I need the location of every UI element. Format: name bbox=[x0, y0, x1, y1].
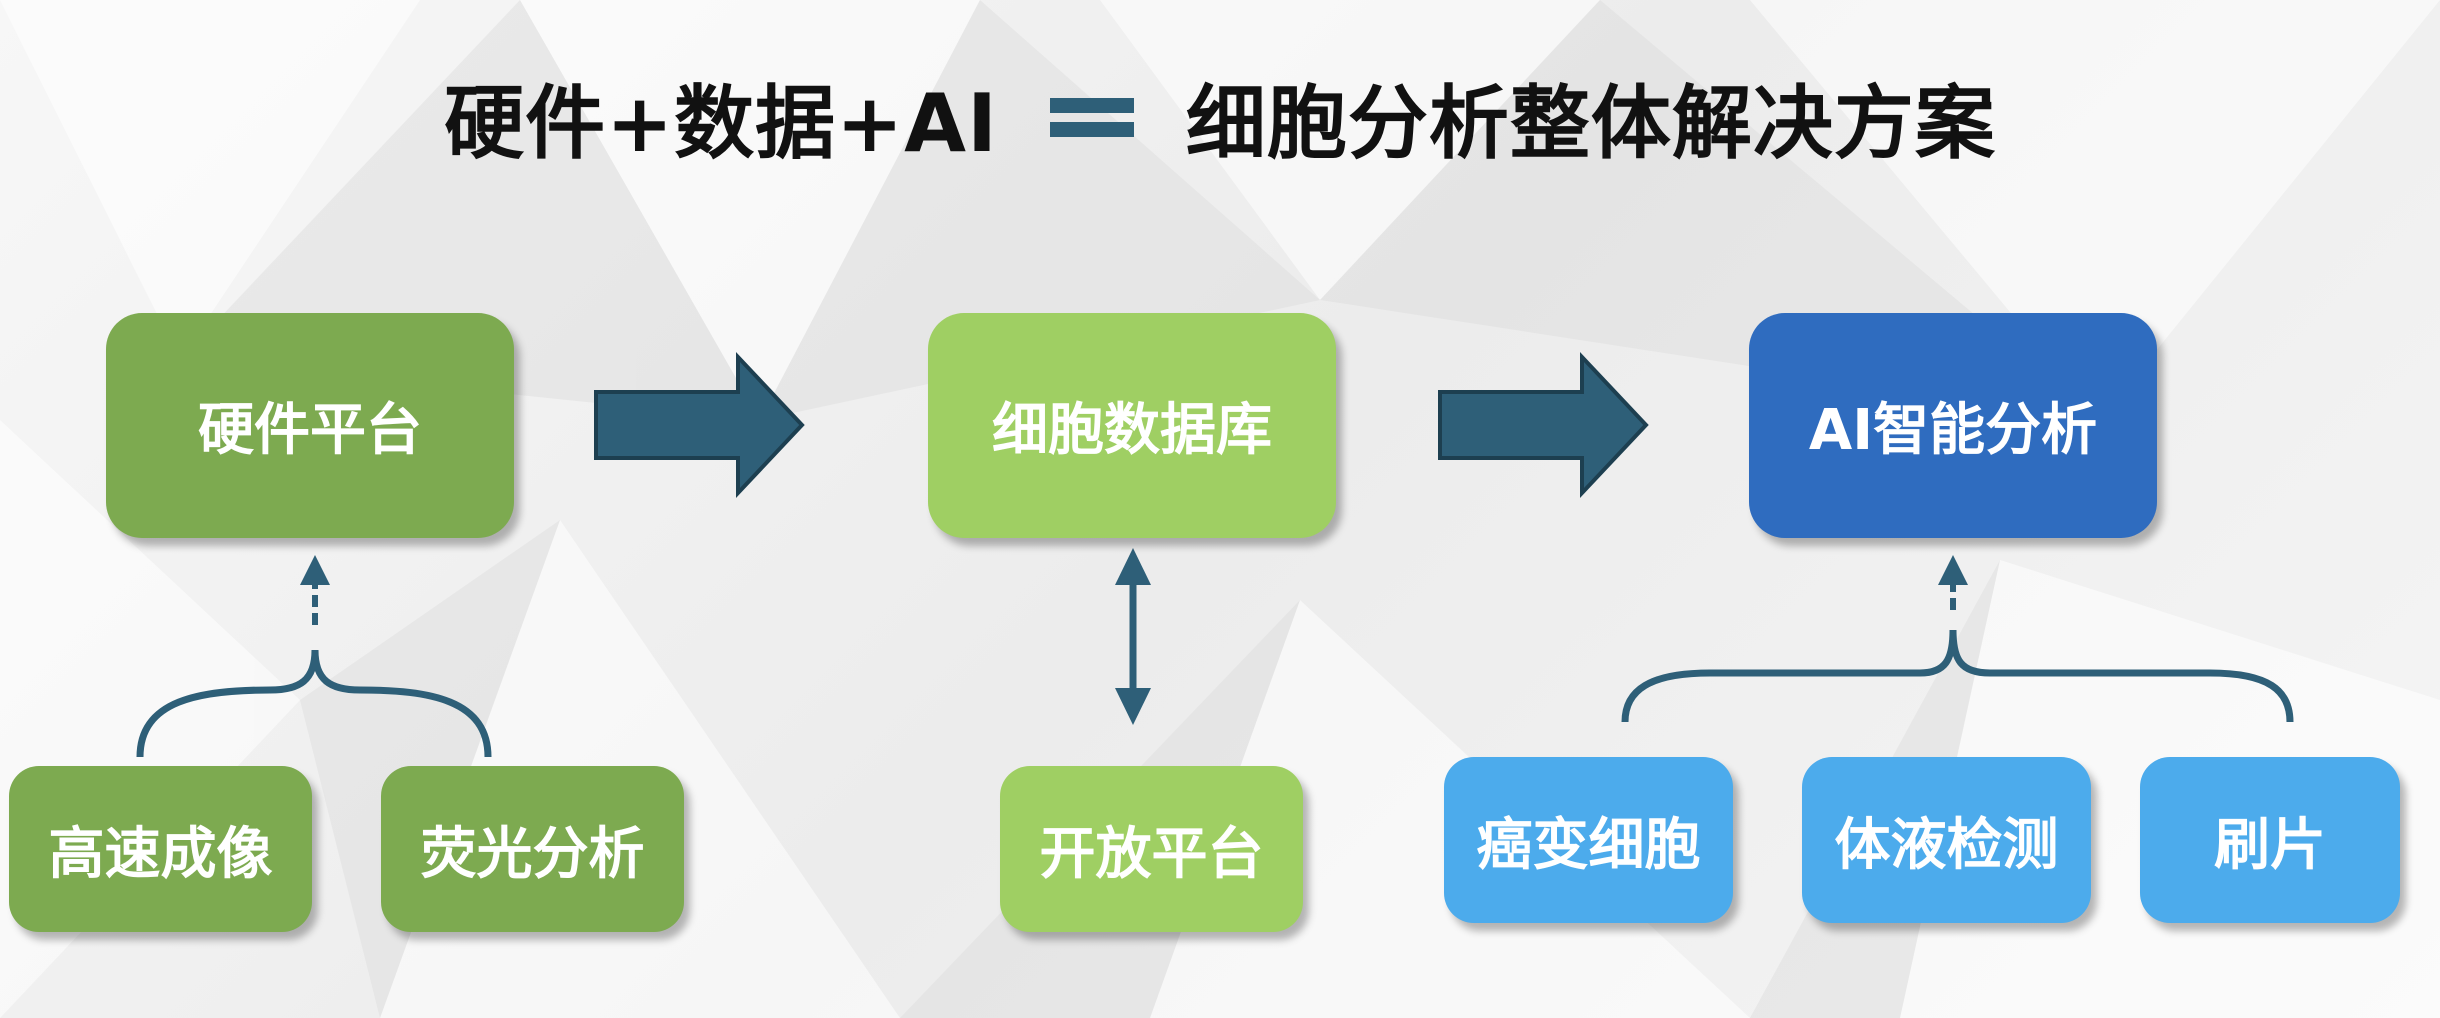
node-cancer-cells-label: 癌变细胞 bbox=[1476, 812, 1701, 878]
node-body-fluid-detection-label: 体液检测 bbox=[1834, 812, 2059, 878]
node-high-speed-imaging-label: 高速成像 bbox=[48, 821, 273, 887]
node-fluorescence-analysis: 荧光分析 bbox=[381, 766, 684, 932]
title-right: 细胞分析整体解决方案 bbox=[1185, 77, 1996, 170]
node-slide-smear: 刷片 bbox=[2140, 757, 2400, 923]
equals-icon bbox=[1049, 92, 1134, 142]
page-title: 硬件+数据+AI 细胞分析整体解决方案 bbox=[0, 62, 2440, 172]
node-hardware-platform-label: 硬件平台 bbox=[198, 398, 422, 463]
node-slide-smear-label: 刷片 bbox=[2214, 812, 2326, 878]
node-cell-database-label: 细胞数据库 bbox=[992, 398, 1272, 463]
title-left: 硬件+数据+AI bbox=[444, 77, 998, 170]
node-open-platform: 开放平台 bbox=[1000, 766, 1303, 932]
node-open-platform-label: 开放平台 bbox=[1039, 821, 1264, 887]
node-cell-database: 细胞数据库 bbox=[928, 313, 1336, 538]
node-hardware-platform: 硬件平台 bbox=[106, 313, 514, 538]
node-high-speed-imaging: 高速成像 bbox=[9, 766, 312, 932]
node-ai-analysis-label: AI智能分析 bbox=[1808, 398, 2098, 463]
node-cancer-cells: 癌变细胞 bbox=[1444, 757, 1733, 923]
node-ai-analysis: AI智能分析 bbox=[1749, 313, 2157, 538]
node-body-fluid-detection: 体液检测 bbox=[1802, 757, 2091, 923]
node-fluorescence-analysis-label: 荧光分析 bbox=[420, 821, 645, 887]
